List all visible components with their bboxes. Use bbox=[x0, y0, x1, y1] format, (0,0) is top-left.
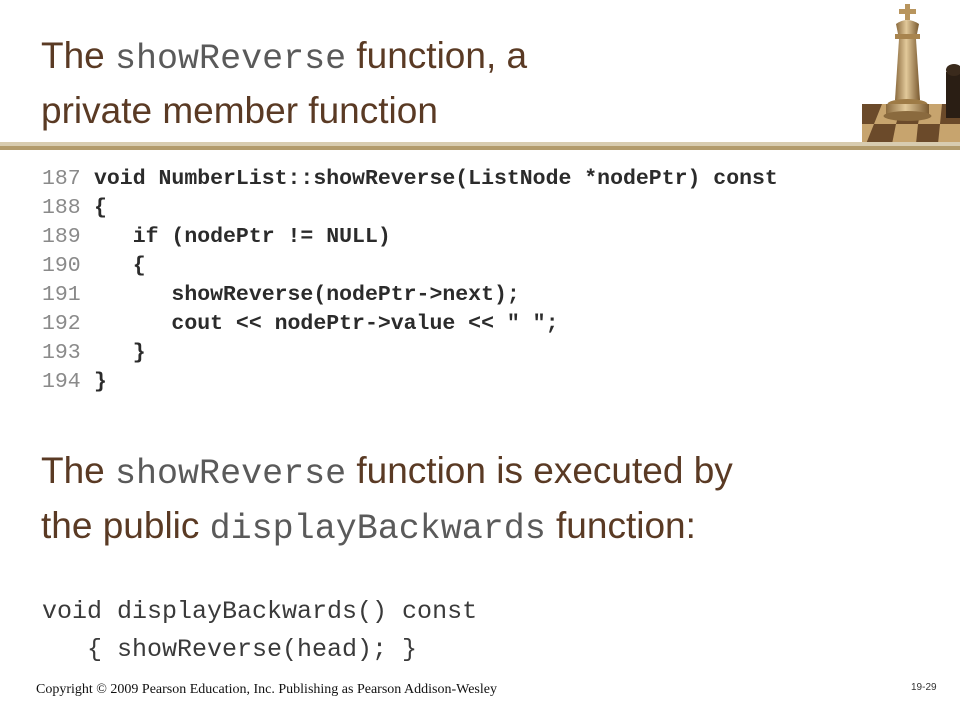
slide-title: The showReverse function, a private membe… bbox=[41, 30, 841, 136]
line-number: 187 bbox=[42, 167, 81, 191]
code-text: showReverse(nodePtr->next); bbox=[94, 283, 520, 307]
code-line: 191 showReverse(nodePtr->next); bbox=[42, 281, 912, 310]
title-line-2: private member function bbox=[41, 90, 438, 131]
title-code-term: showReverse bbox=[115, 39, 347, 79]
code-text: } bbox=[94, 370, 107, 394]
header-divider-light bbox=[0, 142, 960, 146]
body-heading: The showReverse function is executed by t… bbox=[41, 445, 921, 555]
title-prefix: The bbox=[41, 35, 116, 76]
page-number: 19-29 bbox=[911, 682, 937, 693]
line-number: 188 bbox=[42, 196, 81, 220]
chess-king-image bbox=[862, 4, 960, 144]
code-text: cout << nodePtr->value << " "; bbox=[94, 312, 559, 336]
code-text: } bbox=[94, 341, 146, 365]
title-suffix: function, a bbox=[346, 35, 528, 76]
line-number: 192 bbox=[42, 312, 81, 336]
code-line: 190 { bbox=[42, 252, 912, 281]
code-line: 188 { bbox=[42, 194, 912, 223]
code-line: 187 void NumberList::showReverse(ListNode… bbox=[42, 165, 912, 194]
line-number: 191 bbox=[42, 283, 81, 307]
code-line: 193 } bbox=[42, 339, 912, 368]
snippet-line: { showReverse(head); } bbox=[42, 635, 418, 664]
body-text: function is executed by bbox=[346, 450, 733, 491]
code-text: if (nodePtr != NULL) bbox=[94, 225, 391, 249]
code-line: 194} bbox=[42, 368, 912, 397]
body-code-term: displayBackwards bbox=[209, 509, 546, 549]
code-listing: 187 void NumberList::showReverse(ListNode… bbox=[42, 165, 912, 397]
copyright-footer: Copyright © 2009 Pearson Education, Inc.… bbox=[36, 682, 497, 697]
snippet-line: void displayBackwards() const bbox=[42, 597, 478, 626]
body-text: The bbox=[41, 450, 116, 491]
code-line: 192 cout << nodePtr->value << " "; bbox=[42, 310, 912, 339]
code-text: { bbox=[94, 196, 107, 220]
dark-piece bbox=[946, 64, 960, 118]
header-divider-dark bbox=[0, 146, 960, 150]
code-snippet: void displayBackwards() const { showReve… bbox=[42, 593, 742, 669]
line-number: 194 bbox=[42, 370, 81, 394]
code-line: 189 if (nodePtr != NULL) bbox=[42, 223, 912, 252]
line-number: 190 bbox=[42, 254, 81, 278]
line-number: 189 bbox=[42, 225, 81, 249]
body-text: the public bbox=[41, 505, 210, 546]
king-piece bbox=[883, 4, 932, 121]
code-text: void NumberList::showReverse(ListNode *n… bbox=[94, 167, 778, 191]
code-text: { bbox=[94, 254, 146, 278]
body-text: function: bbox=[545, 505, 696, 546]
body-code-term: showReverse bbox=[115, 454, 347, 494]
line-number: 193 bbox=[42, 341, 81, 365]
